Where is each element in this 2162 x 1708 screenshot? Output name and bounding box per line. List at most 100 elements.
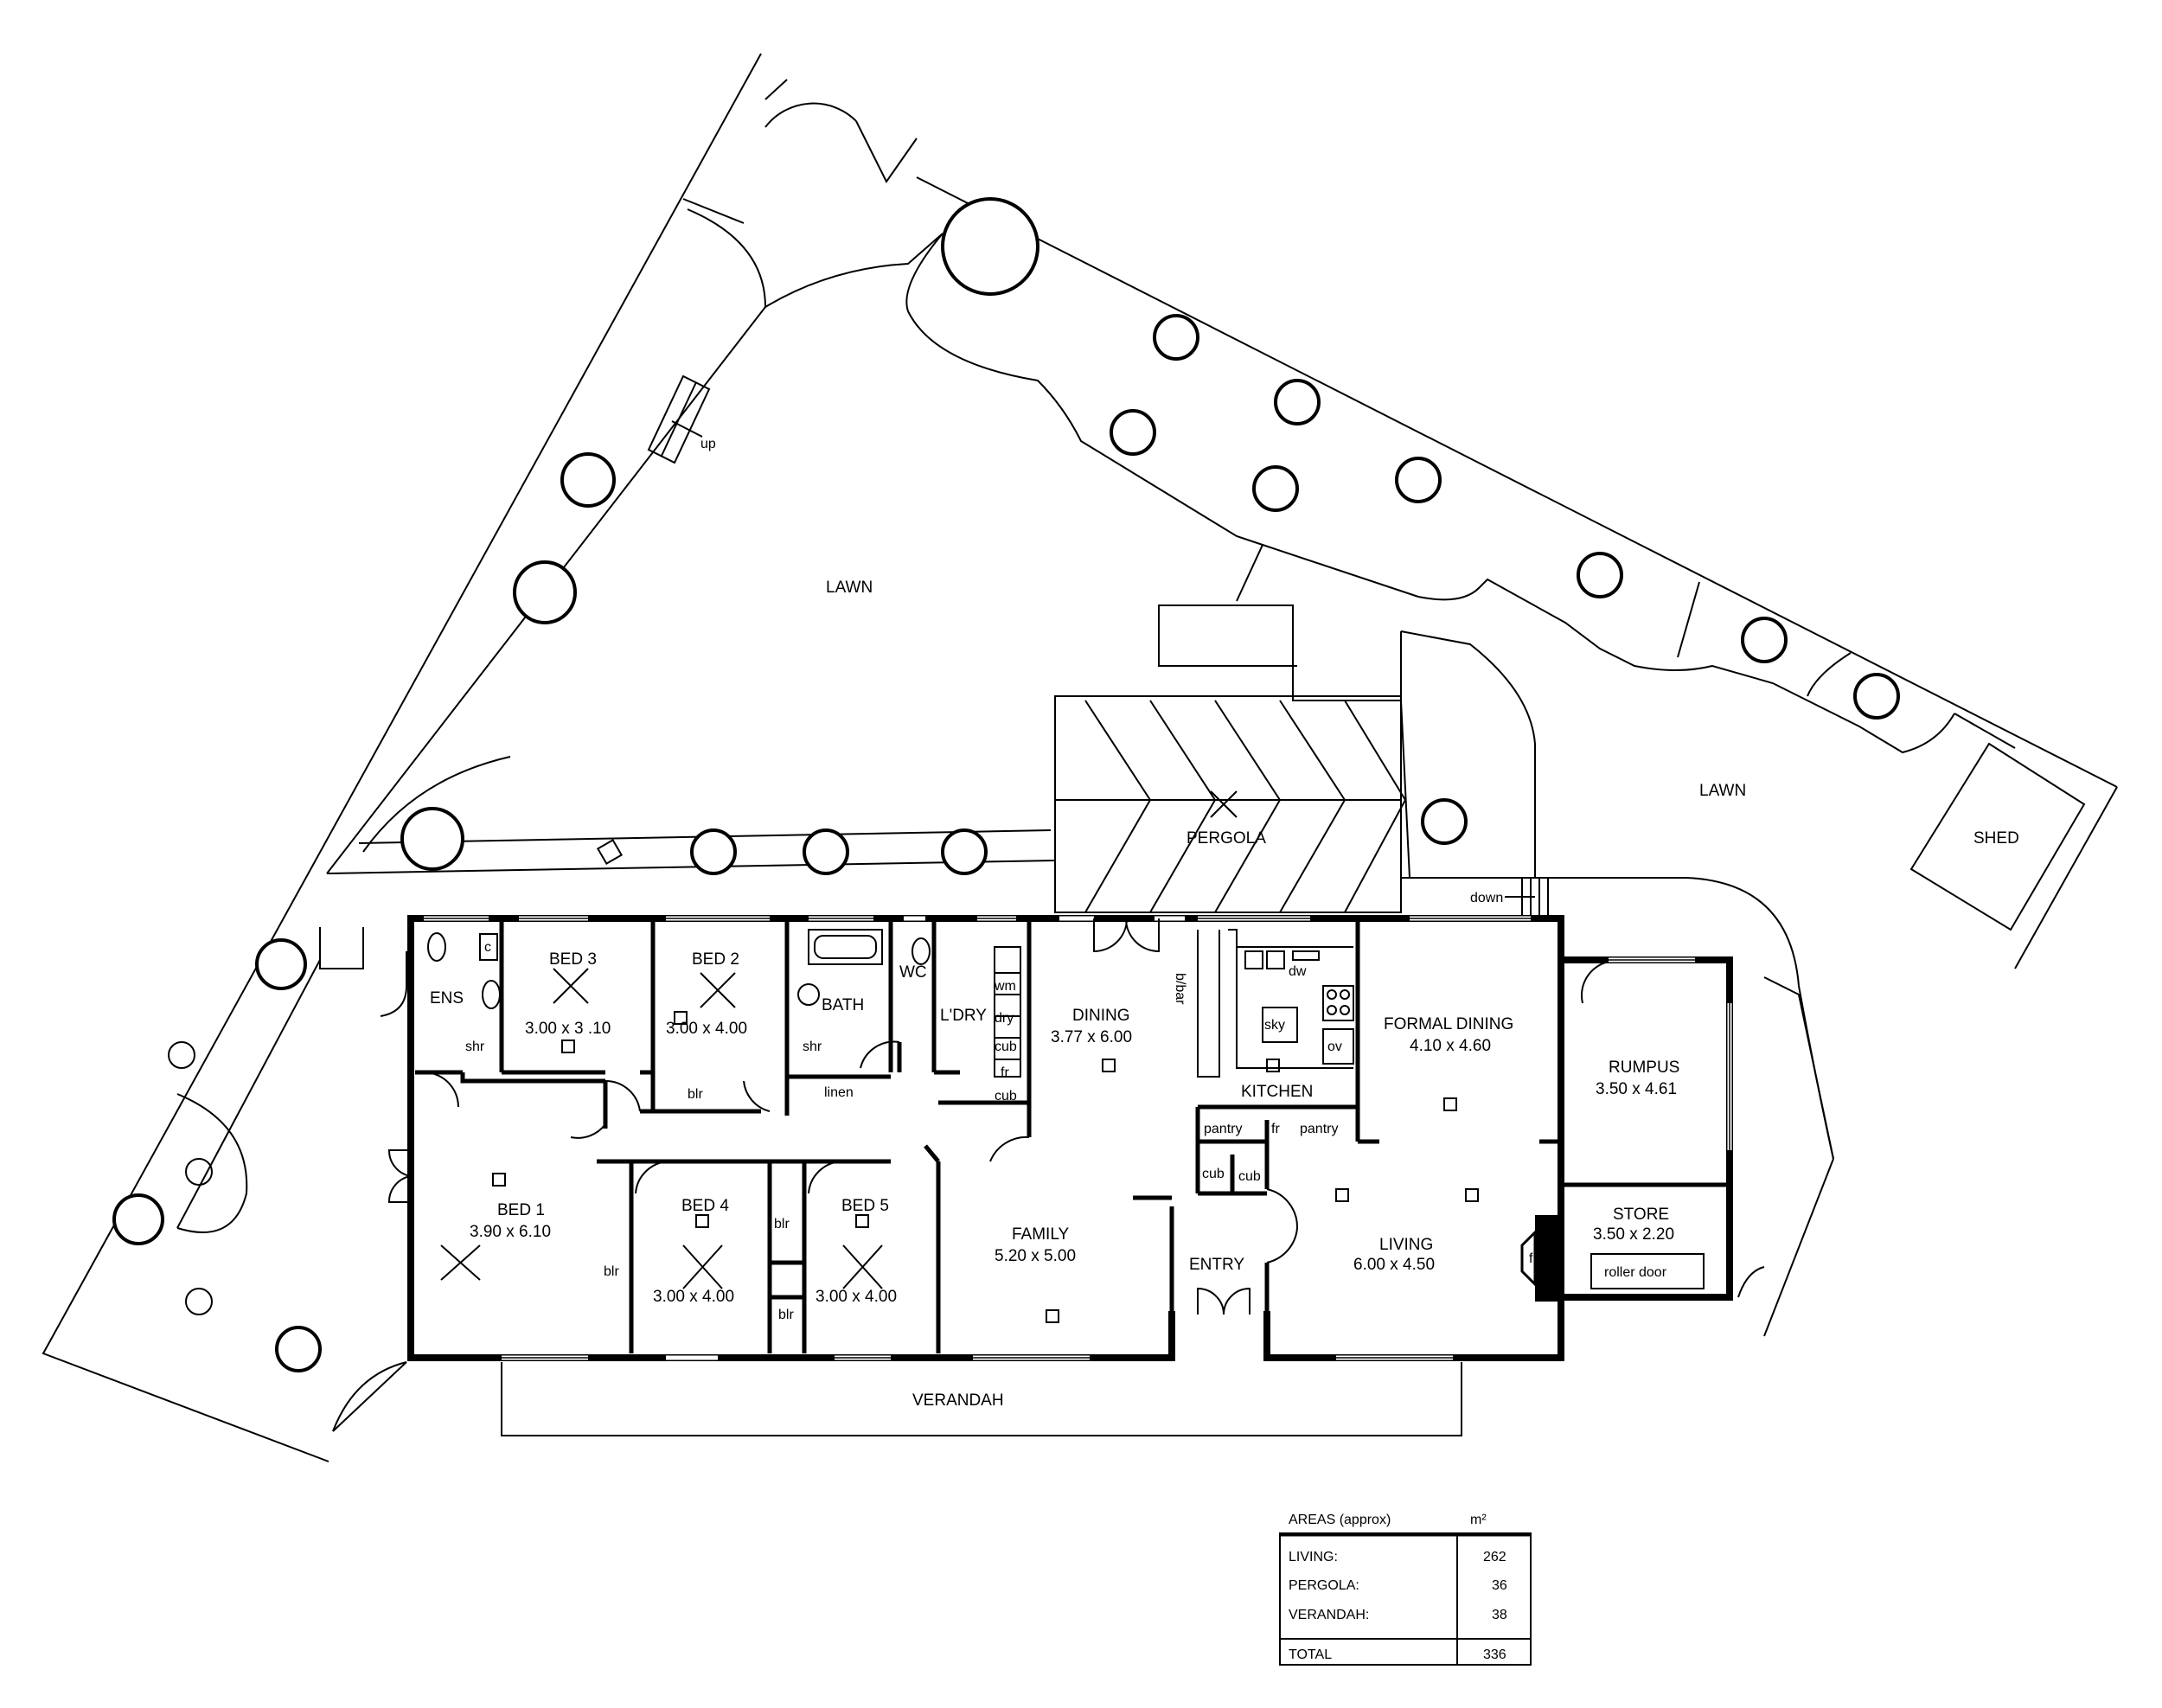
sky-label: sky bbox=[1264, 1018, 1285, 1033]
tree-icon bbox=[1153, 314, 1199, 361]
basin-icon bbox=[482, 980, 501, 1009]
areas-title: AREAS (approx) bbox=[1289, 1513, 1391, 1527]
doors bbox=[387, 918, 1609, 1315]
steps-up: up bbox=[647, 374, 716, 464]
cub-label: cub bbox=[1202, 1167, 1225, 1181]
lawn-east-label: LAWN bbox=[1699, 782, 1746, 800]
tree-icon bbox=[400, 807, 464, 871]
verandah: VERANDAH bbox=[501, 1362, 1462, 1436]
areas-row-value: 36 bbox=[1492, 1578, 1507, 1593]
tree-icon bbox=[1252, 465, 1299, 512]
roller-door-label: roller door bbox=[1604, 1265, 1667, 1280]
pergola: PERGOLA bbox=[1054, 695, 1407, 913]
trees bbox=[112, 197, 1900, 1372]
basin-icon bbox=[797, 983, 820, 1006]
dining-name: DINING bbox=[1072, 1007, 1130, 1025]
bed2-dims: 3.00 x 4.00 bbox=[666, 1020, 747, 1038]
steps-down: down bbox=[1401, 877, 1565, 917]
tree-icon bbox=[1395, 457, 1442, 503]
ens-label: ENS bbox=[430, 989, 464, 1008]
areas-row-label: VERANDAH: bbox=[1289, 1608, 1369, 1622]
verandah-label: VERANDAH bbox=[912, 1391, 1004, 1410]
tree-icon bbox=[1577, 552, 1623, 598]
rumpus-name: RUMPUS bbox=[1609, 1059, 1679, 1077]
bed1-name: BED 1 bbox=[497, 1201, 545, 1219]
ldry-label: L'DRY bbox=[940, 1007, 987, 1025]
bed5-dims: 3.00 x 4.00 bbox=[816, 1288, 897, 1306]
fan-icon bbox=[553, 968, 589, 1004]
areas-unit: m² bbox=[1470, 1513, 1487, 1527]
family-dims: 5.20 x 5.00 bbox=[995, 1247, 1076, 1265]
linen-label: linen bbox=[824, 1085, 854, 1100]
pantry-label: pantry bbox=[1204, 1122, 1242, 1136]
bed3-dims: 3.00 x 3 .10 bbox=[525, 1020, 611, 1038]
blr-label: blr bbox=[604, 1264, 619, 1279]
windows bbox=[424, 916, 1732, 1360]
family-name: FAMILY bbox=[1012, 1225, 1069, 1244]
cub-label: cub bbox=[1238, 1169, 1261, 1184]
garden-paths: up bbox=[176, 208, 2016, 1432]
bbar-label: b/bar bbox=[1173, 973, 1187, 1005]
fixtures bbox=[427, 929, 1705, 1289]
areas-row-label: LIVING: bbox=[1289, 1550, 1338, 1564]
shr-label: shr bbox=[803, 1040, 822, 1054]
toilet-icon bbox=[427, 932, 446, 962]
wc-label: WC bbox=[899, 963, 927, 982]
house-walls bbox=[407, 915, 1733, 1361]
dining-dims: 3.77 x 6.00 bbox=[1051, 1028, 1132, 1046]
lawn-label: LAWN bbox=[826, 579, 873, 597]
pantry-label: pantry bbox=[1300, 1122, 1338, 1136]
tree-icon bbox=[560, 452, 616, 508]
room-labels: ENS c shr BED 3 3.00 x 3 .10 BED 2 3.00 … bbox=[430, 940, 1679, 1322]
areas-row-value: 262 bbox=[1483, 1550, 1506, 1564]
entry-label: ENTRY bbox=[1189, 1256, 1244, 1274]
bed4-name: BED 4 bbox=[681, 1197, 729, 1215]
fr-label: fr bbox=[1001, 1065, 1009, 1080]
tree-icon bbox=[941, 197, 1039, 296]
tree-icon bbox=[690, 828, 737, 875]
tree-icon bbox=[275, 1326, 322, 1372]
fan-icon bbox=[440, 1244, 481, 1281]
shr-label: shr bbox=[465, 1040, 485, 1054]
shed-label: SHED bbox=[1973, 829, 2019, 848]
areas-total-label: TOTAL bbox=[1289, 1647, 1332, 1662]
rumpus-dims: 3.50 x 4.61 bbox=[1596, 1080, 1677, 1098]
dw-label: dw bbox=[1289, 964, 1307, 979]
tree-icon bbox=[1741, 617, 1788, 663]
fan-icon bbox=[682, 1244, 723, 1289]
tree-icon bbox=[1110, 409, 1156, 456]
shrub-icon bbox=[185, 1158, 213, 1186]
up-label: up bbox=[700, 437, 716, 451]
tree-icon bbox=[112, 1193, 164, 1245]
areas-row-label: PERGOLA: bbox=[1289, 1578, 1359, 1593]
down-label: down bbox=[1470, 891, 1503, 905]
tree-icon bbox=[1274, 379, 1321, 425]
shrub-icon bbox=[185, 1288, 213, 1315]
blr-label: blr bbox=[778, 1308, 794, 1322]
store-dims: 3.50 x 2.20 bbox=[1593, 1225, 1674, 1244]
fr-label: fr bbox=[1271, 1122, 1280, 1136]
wm-label: wm bbox=[994, 979, 1016, 994]
pergola-label: PERGOLA bbox=[1187, 829, 1266, 848]
bed4-dims: 3.00 x 4.00 bbox=[653, 1288, 734, 1306]
formal-dining-dims: 4.10 x 4.60 bbox=[1410, 1037, 1491, 1055]
bed5-name: BED 5 bbox=[841, 1197, 889, 1215]
tree-icon bbox=[1421, 798, 1468, 845]
toilet-icon bbox=[911, 937, 931, 965]
fan-icon bbox=[700, 972, 736, 1008]
ceiling-fittings bbox=[440, 968, 1479, 1323]
store-name: STORE bbox=[1613, 1206, 1669, 1224]
tree-icon bbox=[513, 560, 577, 624]
areas-row-value: 38 bbox=[1492, 1608, 1507, 1622]
bed3-name: BED 3 bbox=[549, 950, 597, 969]
site-boundary bbox=[42, 53, 2118, 1462]
living-dims: 6.00 x 4.50 bbox=[1353, 1256, 1435, 1274]
tree-icon bbox=[803, 828, 849, 875]
formal-dining-name: FORMAL DINING bbox=[1384, 1015, 1513, 1033]
cub-label: cub bbox=[995, 1040, 1017, 1054]
fp-label: fp bbox=[1529, 1251, 1540, 1266]
bed1-dims: 3.90 x 6.10 bbox=[470, 1223, 551, 1241]
dry-label: dry bbox=[995, 1011, 1014, 1026]
c-label: c bbox=[484, 940, 491, 955]
